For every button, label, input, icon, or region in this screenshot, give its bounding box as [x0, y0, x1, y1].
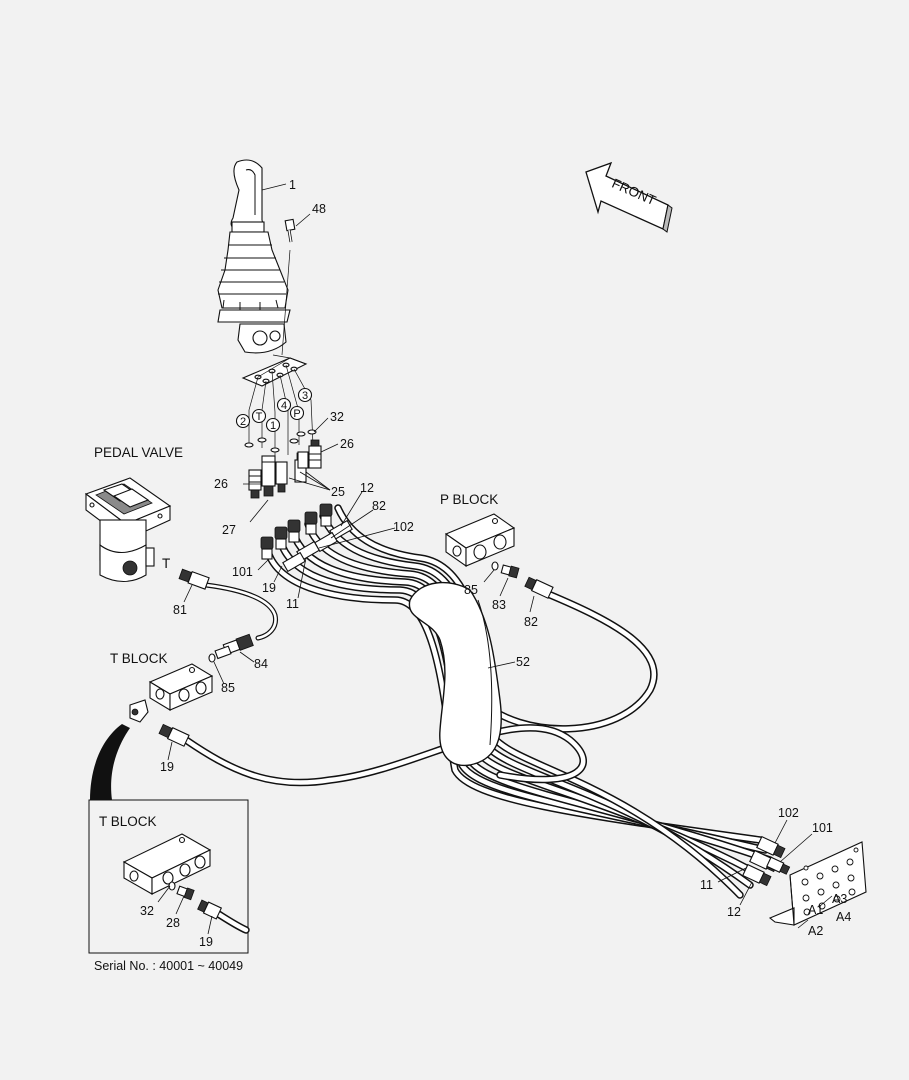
mounting-bracket	[768, 841, 867, 926]
p-block-label: P BLOCK	[440, 492, 498, 507]
joystick-base	[217, 309, 291, 354]
adapter-84	[214, 645, 232, 660]
callout-84: 84	[254, 657, 268, 671]
adapter-25-a	[275, 461, 288, 493]
callout-12-valve: 12	[360, 481, 374, 495]
joystick-boot	[217, 231, 289, 310]
protective-sleeve-52	[408, 581, 502, 767]
adapter-26-right	[308, 439, 322, 469]
hose-81-pedal	[203, 582, 279, 641]
callout-82-pblock: 82	[524, 615, 538, 629]
adapters	[248, 439, 322, 499]
fitting-83	[500, 564, 520, 579]
joystick-lever	[230, 159, 265, 233]
callout-11-valve: 11	[286, 597, 299, 611]
inset-t-block	[122, 833, 212, 895]
fitting-82-pblock	[524, 576, 554, 599]
callout-12-bracket: 12	[727, 905, 741, 919]
callout-85-t: 85	[221, 681, 235, 695]
bolt-48	[284, 218, 296, 243]
callout-102-valve: 102	[393, 520, 414, 534]
port-label-t: T	[256, 411, 263, 423]
port-plate	[241, 357, 308, 387]
o-rings	[244, 429, 317, 453]
callout-82-valve: 82	[372, 499, 386, 513]
serial-number: Serial No. : 40001 ~ 40049	[94, 959, 243, 973]
callout-1: 1	[289, 178, 296, 192]
callout-25: 25	[331, 485, 345, 499]
callouts: 1 48 32 26 26 25 27 12 82 102 101 19 11 …	[140, 178, 833, 949]
port-label-1: 1	[270, 420, 276, 432]
bracket-port-a3: A3	[832, 892, 847, 906]
callout-28-inset: 28	[166, 916, 180, 930]
callout-32-inset: 32	[140, 904, 154, 918]
callout-19-tblock: 19	[160, 760, 174, 774]
p-block	[444, 513, 516, 568]
callout-26-left: 26	[214, 477, 228, 491]
port-label-p: P	[293, 408, 300, 420]
pedal-valve	[84, 477, 172, 583]
inset-fitting-28	[176, 885, 195, 901]
hose-82-pblock	[476, 590, 658, 733]
callout-85-p: 85	[464, 583, 478, 597]
adapter-26-left	[248, 469, 262, 499]
port-label-3: 3	[302, 390, 308, 402]
callout-81: 81	[173, 603, 187, 617]
bracket-port-a4: A4	[836, 910, 851, 924]
callout-19-inset: 19	[199, 935, 213, 949]
inset-o-ring-32	[168, 881, 176, 891]
callout-19-valve: 19	[262, 581, 276, 595]
callout-102-bracket: 102	[778, 806, 799, 820]
inset-hose-19	[197, 899, 250, 934]
pedal-valve-label: PEDAL VALVE	[94, 445, 183, 460]
callout-52: 52	[516, 655, 530, 669]
hose-bundle	[263, 504, 774, 899]
leader-lines	[157, 183, 833, 935]
callout-32: 32	[330, 410, 344, 424]
fitting-19-tblock	[158, 723, 190, 747]
port-label-2: 2	[240, 416, 246, 428]
adapter-27	[261, 455, 276, 497]
callout-11-bracket: 11	[700, 878, 713, 892]
inset-pointer	[90, 724, 130, 800]
elbow-fitting	[129, 699, 149, 723]
pedal-port-t-label: T	[162, 556, 170, 571]
callout-48: 48	[312, 202, 326, 216]
o-ring-85-p	[491, 561, 499, 571]
callout-27: 27	[222, 523, 236, 537]
adapter-25-c	[297, 451, 309, 469]
front-arrow: FRONT	[585, 161, 673, 233]
callout-26-right: 26	[340, 437, 354, 451]
callout-101-bracket: 101	[812, 821, 833, 835]
port-markers: 2 T 1 4 P 3	[235, 387, 313, 433]
inset-t-block-label: T BLOCK	[99, 814, 157, 829]
t-block	[148, 663, 214, 711]
callout-101-valve: 101	[232, 565, 253, 579]
port-label-4: 4	[281, 400, 287, 412]
o-ring-85-t	[208, 653, 216, 663]
bracket-port-a2: A2	[808, 924, 823, 938]
callout-83: 83	[492, 598, 506, 612]
bracket-fittings	[742, 835, 791, 887]
fitting-81	[178, 568, 210, 590]
t-block-label: T BLOCK	[110, 651, 168, 666]
bracket-port-a1: A1	[808, 903, 823, 917]
